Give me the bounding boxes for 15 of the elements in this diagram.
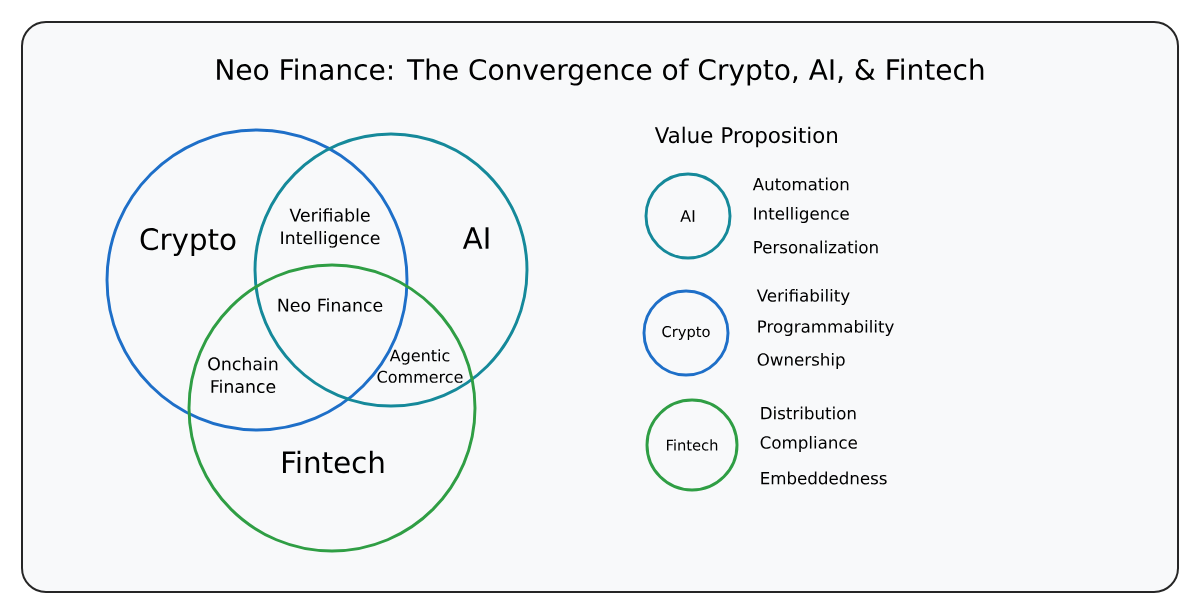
overlap-label: Verifiable Intelligence (281, 208, 380, 248)
value-item: Personalization (754, 240, 878, 254)
value-item: Programmability (758, 319, 894, 337)
value-item: Intelligence (754, 206, 849, 224)
value-item: Distribution (761, 406, 856, 420)
title: Neo Finance: The Convergence of Crypto, AI, & Fintech (217, 58, 984, 86)
value-item: Verifiability (756, 288, 850, 306)
overlap-label: Neo Finance (278, 298, 383, 312)
value-item: Embeddedness (761, 471, 887, 485)
value-item: Ownership (757, 352, 845, 370)
value-item: Automation (752, 177, 849, 191)
overlap-label: Onchain Finance (208, 356, 278, 394)
value-item: Compliance (760, 435, 857, 453)
legend-heading: Value Proposition (654, 126, 837, 148)
overlap-label: Agentic Commerce (377, 349, 463, 383)
